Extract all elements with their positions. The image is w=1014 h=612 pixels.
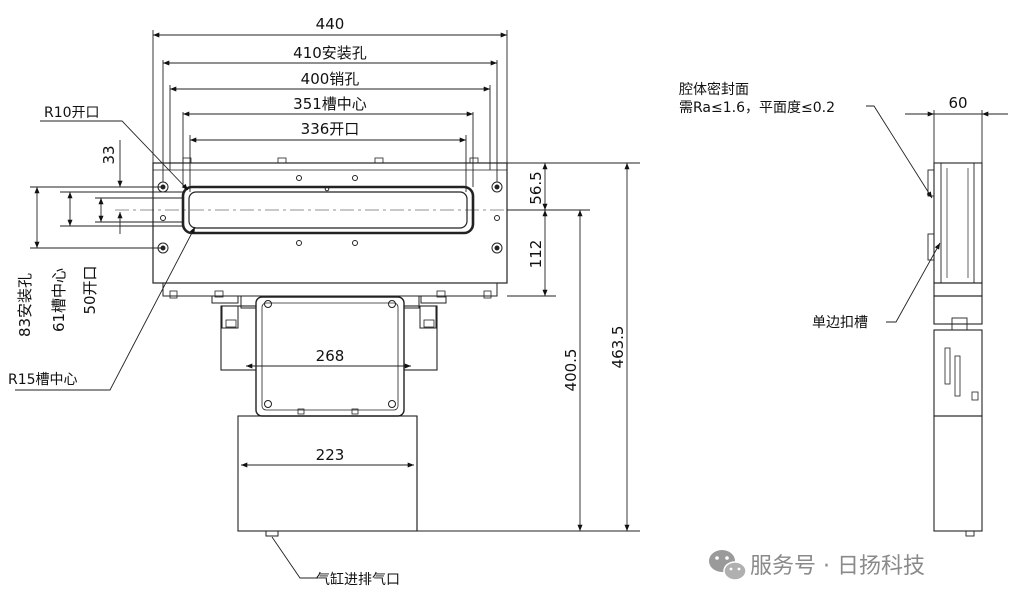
side-view (866, 105, 1008, 537)
label-r15: R15槽中心 (8, 372, 78, 388)
dim-410: 410安装孔 (293, 44, 367, 62)
watermark: 服务号 · 日扬科技 (709, 550, 925, 581)
wechat-icon (709, 550, 747, 581)
dim-400: 400销孔 (301, 70, 360, 88)
flange-plate (152, 162, 508, 284)
dim-400-5: 400.5 (562, 349, 580, 392)
left-vertical-dims (30, 140, 183, 249)
dim-440: 440 (316, 15, 345, 33)
dim-61: 61槽中心 (50, 268, 68, 332)
dim-112: 112 (527, 240, 545, 269)
right-vertical-dims (417, 162, 640, 532)
dim-223: 223 (316, 446, 345, 464)
dim-336: 336开口 (301, 120, 360, 138)
dim-50: 50开口 (81, 265, 99, 314)
dim-60: 60 (948, 94, 967, 112)
port-leader (271, 536, 318, 579)
cylinder-ports (265, 530, 279, 537)
horizontal-dims (152, 30, 508, 470)
dim-56-5: 56.5 (527, 171, 545, 204)
watermark-text: 服务号 · 日扬科技 (750, 554, 925, 579)
dim-351: 351槽中心 (293, 95, 367, 113)
dim-268: 268 (316, 347, 345, 365)
lower-body (237, 415, 418, 532)
label-cylinder-port: 气缸进排气口 (316, 571, 400, 588)
label-single-groove: 单边扣槽 (812, 315, 868, 331)
label-r10: R10开口 (44, 105, 100, 121)
label-seal-face-2: 需Ra≤1.6，平面度≤0.2 (679, 100, 835, 116)
dim-83: 83安装孔 (16, 273, 34, 337)
dim-463-5: 463.5 (609, 326, 627, 369)
label-seal-face-1: 腔体密封面 (679, 81, 749, 98)
radius-leaders (15, 120, 196, 391)
dim-33: 33 (100, 145, 118, 164)
front-view (115, 157, 560, 537)
